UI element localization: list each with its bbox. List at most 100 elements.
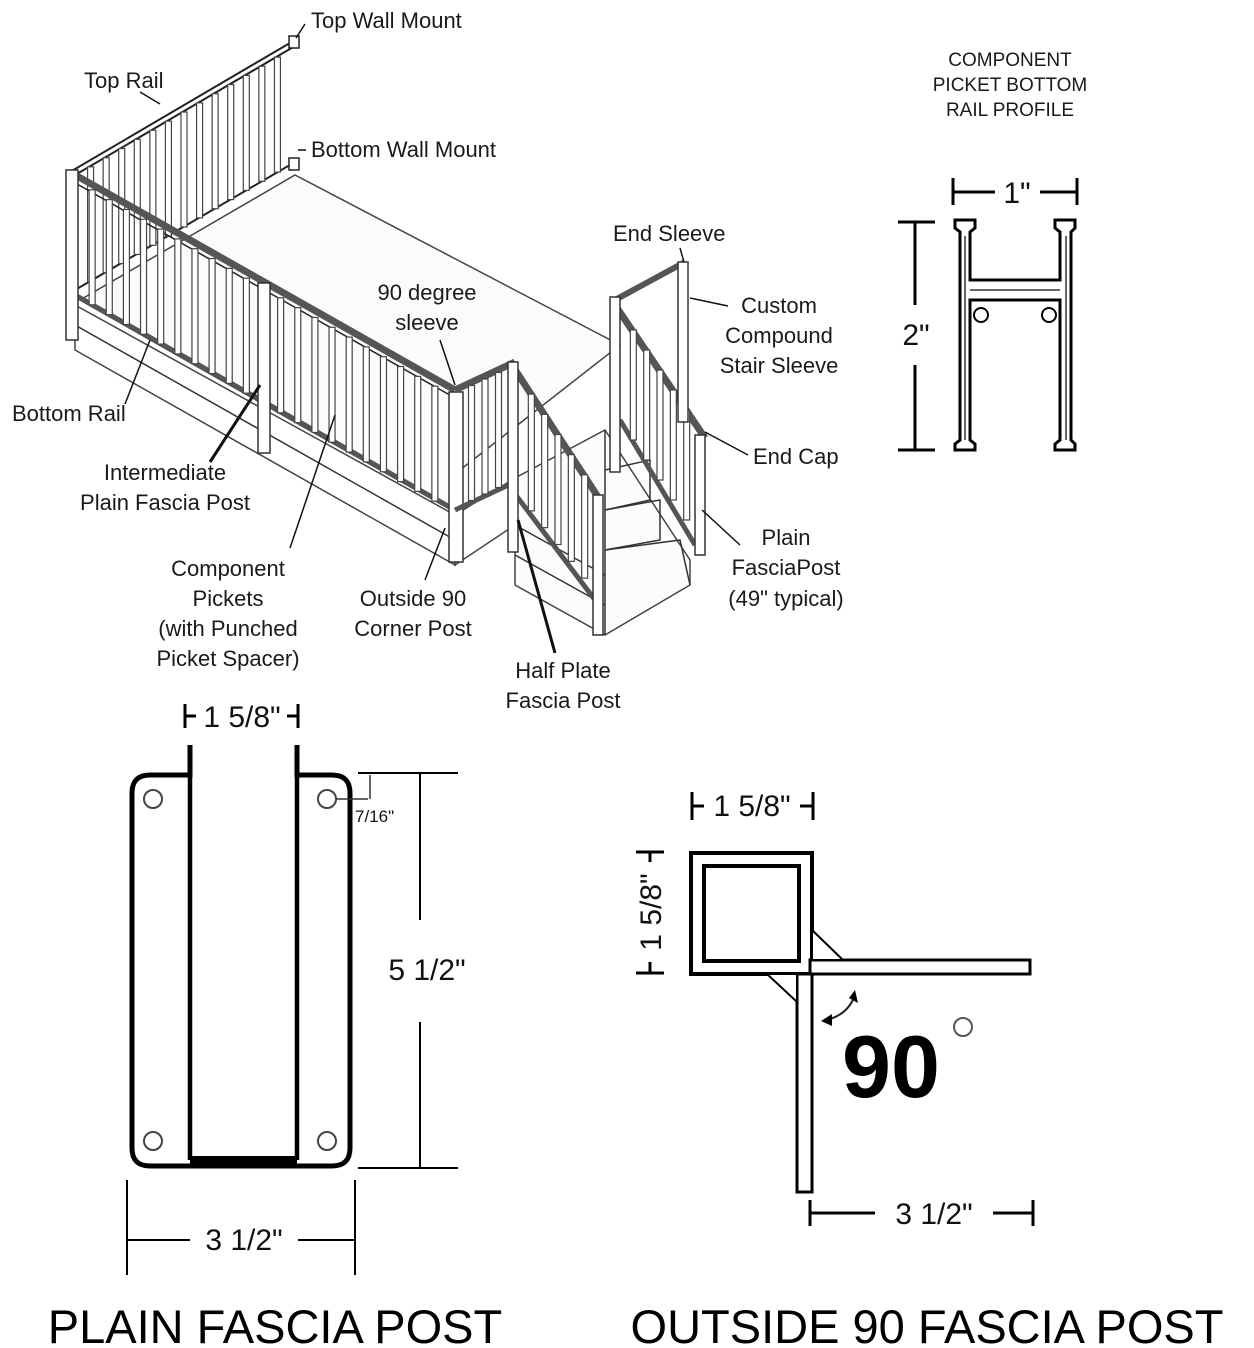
stair-railing-right xyxy=(609,259,708,556)
label-stair-sleeve-line2: Compound xyxy=(725,323,833,348)
label-pickets-line4: Picket Spacer) xyxy=(156,646,299,671)
label-corner-line1: Outside 90 xyxy=(360,586,466,611)
outside-post-angle: 90 xyxy=(842,1017,940,1116)
picket xyxy=(629,329,637,441)
picket xyxy=(396,365,405,483)
picket xyxy=(362,346,370,463)
label-corner-line2: Corner Post xyxy=(354,616,471,641)
picket xyxy=(311,316,319,434)
picket xyxy=(174,238,182,355)
label-90-sleeve-line1: 90 degree xyxy=(377,280,476,305)
picket xyxy=(164,120,173,237)
plain-post-caption: PLAIN FASCIA POST xyxy=(48,1300,503,1348)
profile-title-line2: PICKET BOTTOM xyxy=(933,75,1088,96)
outside-post-caption: OUTSIDE 90 FASCIA POST xyxy=(631,1300,1224,1348)
picket xyxy=(258,65,266,182)
profile-height-dim: 2" xyxy=(902,319,929,352)
picket xyxy=(345,336,353,453)
outside-post-width-dim: 3 1/2" xyxy=(895,1198,972,1231)
label-bottom-wall-mount: Bottom Wall Mount xyxy=(311,137,496,162)
picket xyxy=(643,349,651,461)
plain-post-height-dim: 5 1/2" xyxy=(388,954,465,987)
picket xyxy=(105,199,113,316)
picket xyxy=(656,369,664,481)
picket xyxy=(277,297,285,414)
picket xyxy=(494,371,503,489)
label-stair-sleeve-line1: Custom xyxy=(741,293,817,318)
front-railing xyxy=(65,168,464,563)
picket xyxy=(88,189,96,306)
picket xyxy=(149,129,157,246)
picket xyxy=(180,111,188,228)
plain-post-width-dim: 3 1/2" xyxy=(205,1224,282,1257)
degree-symbol xyxy=(953,1017,973,1037)
picket xyxy=(211,93,219,210)
picket xyxy=(133,138,141,256)
stair-railing-left xyxy=(507,361,604,636)
outside-post-top-width-dim: 1 5/8" xyxy=(713,790,790,823)
label-stair-sleeve-line3: Stair Sleeve xyxy=(720,353,839,378)
deck-railing-illustration xyxy=(65,23,749,654)
label-pickets-line1: Component xyxy=(171,556,285,581)
picket xyxy=(328,326,336,443)
outside-corner-post xyxy=(448,391,464,563)
label-end-cap: End Cap xyxy=(753,444,839,469)
picket xyxy=(467,384,476,502)
plain-fascia-post: 1 5/8" 7/16" 5 1/2" 3 1/2" PLAIN FASCIA … xyxy=(48,701,503,1348)
label-intermediate-line2: Plain Fascia Post xyxy=(80,490,250,515)
label-intermediate-line1: Intermediate xyxy=(104,460,226,485)
picket xyxy=(554,433,562,546)
outside-post-side-height-dim: 1 5/8" xyxy=(635,873,668,950)
plain-post-top-width-dim: 1 5/8" xyxy=(203,701,280,734)
picket xyxy=(122,208,131,326)
profile-title-line1: COMPONENT xyxy=(948,50,1072,71)
picket xyxy=(157,228,165,345)
label-pickets-line2: Pickets xyxy=(193,586,264,611)
label-half-plate-line1: Half Plate xyxy=(515,658,610,683)
intermediate-post xyxy=(257,282,271,454)
profile-width-dim: 1" xyxy=(1003,177,1030,210)
plain-post-shape xyxy=(129,745,353,1169)
outside-90-fascia-post: 1 5/8" 1 5/8" 90 3 1/2" OUTSIDE 90 FASCI… xyxy=(631,790,1224,1348)
picket xyxy=(273,56,282,173)
picket xyxy=(669,389,677,501)
picket xyxy=(379,356,388,473)
bottom-wall-mount-part xyxy=(288,157,300,171)
callout-leaders xyxy=(124,23,749,654)
picket xyxy=(195,102,204,219)
callout-labels: Top Wall Mount Top Rail Bottom Wall Moun… xyxy=(12,8,844,713)
picket xyxy=(242,277,250,394)
picket xyxy=(683,409,691,521)
picket xyxy=(581,474,589,579)
picket xyxy=(191,248,199,365)
picket xyxy=(208,257,216,375)
label-plain-post-line3: (49" typical) xyxy=(728,586,843,611)
label-90-sleeve-line2: sleeve xyxy=(395,310,459,335)
picket xyxy=(242,74,250,192)
corner-post-left xyxy=(65,169,79,341)
label-plain-post-line2: FasciaPost xyxy=(732,555,841,580)
picket xyxy=(541,413,549,529)
picket xyxy=(431,385,439,502)
label-top-rail: Top Rail xyxy=(84,68,163,93)
picket xyxy=(139,218,148,335)
picket xyxy=(527,393,535,512)
label-top-wall-mount: Top Wall Mount xyxy=(311,8,462,33)
picket xyxy=(294,307,302,424)
picket xyxy=(567,454,575,562)
plain-post-hole-offset-dim: 7/16" xyxy=(355,807,394,826)
label-end-sleeve: End Sleeve xyxy=(613,221,726,246)
top-wall-mount-part xyxy=(288,35,300,49)
h-profile-shape xyxy=(953,218,1077,452)
profile-title-line3: RAIL PROFILE xyxy=(946,100,1074,121)
picket xyxy=(481,378,489,495)
picket xyxy=(414,375,422,492)
label-half-plate-line2: Fascia Post xyxy=(506,688,621,713)
bottom-rail-profile: COMPONENT PICKET BOTTOM RAIL PROFILE 1" … xyxy=(898,50,1088,452)
label-bottom-rail: Bottom Rail xyxy=(12,401,126,426)
picket xyxy=(225,267,233,384)
label-pickets-line3: (with Punched xyxy=(158,616,297,641)
label-plain-post-line1: Plain xyxy=(762,525,811,550)
return-railing xyxy=(453,358,517,513)
